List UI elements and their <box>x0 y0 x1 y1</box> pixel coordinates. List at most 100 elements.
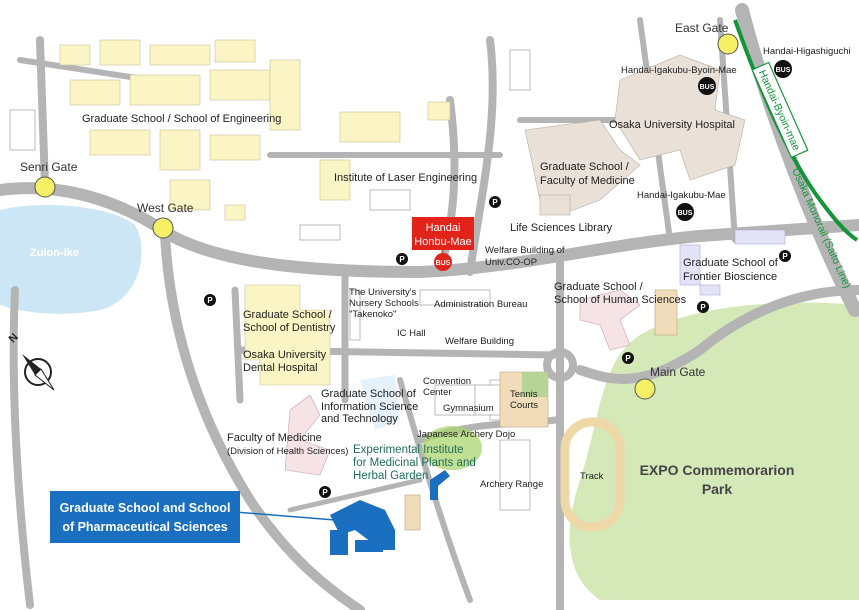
track-label: Track <box>580 471 604 482</box>
bus-icon: BUS <box>678 210 693 217</box>
track[interactable] <box>560 417 625 532</box>
dentistry-label-1: Graduate School / <box>243 309 333 321</box>
archery-range-label: Archery Range <box>480 479 543 490</box>
bus-stop-honbu-mae[interactable]: Handai Honbu-Mae BUS <box>412 217 474 271</box>
gymnasium-label: Gymnasium <box>443 403 494 414</box>
health-sciences-building[interactable] <box>284 394 331 476</box>
svg-text:P: P <box>322 488 328 497</box>
byoin-mae-label: Handai-Igakubu-Byoin-Mae <box>621 65 737 76</box>
west-gate[interactable] <box>152 217 174 239</box>
pharmaceutical-callout[interactable] <box>50 491 240 543</box>
parking-icon[interactable]: P <box>396 253 408 265</box>
compass-icon: N <box>7 331 55 391</box>
building[interactable] <box>9 109 36 151</box>
herbal-label-1: Experimental Institute <box>353 444 464 456</box>
bus-icon: BUS <box>436 260 451 267</box>
senri-gate[interactable] <box>34 176 56 198</box>
east-gate[interactable] <box>717 33 739 55</box>
igakubu-mae-label: Handai-Igakubu-Mae <box>637 190 726 201</box>
park-label-1: EXPO Commemorarion <box>640 462 795 478</box>
health-sci-label-2: (Division of Health Sciences) <box>227 446 348 457</box>
bus-icon: BUS <box>776 67 791 74</box>
convention-label-2: Center <box>423 387 452 398</box>
info-sci-label-3: and Technology <box>321 413 398 425</box>
bus-icon: BUS <box>700 84 715 91</box>
building[interactable] <box>299 224 341 241</box>
dentistry-label-2: School of Dentistry <box>243 322 336 334</box>
laser-label: Institute of Laser Engineering <box>334 172 477 184</box>
frontier-buildings[interactable] <box>679 229 786 296</box>
building[interactable] <box>369 189 411 211</box>
parking-icon[interactable]: P <box>622 352 634 364</box>
svg-text:P: P <box>700 303 706 312</box>
info-sci-label-1: Graduate School of <box>321 388 417 400</box>
park-label-2: Park <box>702 481 733 497</box>
bus-stop-igakubu-mae[interactable]: BUS <box>676 203 694 221</box>
tennis-label-1: Tennis <box>510 389 538 400</box>
convention-center[interactable] <box>434 384 476 416</box>
tennis-label-2: Courts <box>510 400 538 411</box>
engineering-buildings[interactable] <box>59 39 451 221</box>
parking-icons: P P P P P P P <box>204 196 791 498</box>
dental-hospital-label-2: Dental Hospital <box>243 362 318 374</box>
parking-icon[interactable]: P <box>489 196 501 208</box>
bus-stop-higashiguchi[interactable]: BUS <box>774 60 792 78</box>
pharmaceutical-buildings[interactable] <box>330 470 450 555</box>
callout-line-2: of Pharmaceutical Sciences <box>62 520 227 534</box>
nursery-label-3: "Takenoko" <box>349 309 396 320</box>
zuion-ike-pond[interactable] <box>0 205 142 314</box>
frontier-label-1: Graduate School of <box>683 257 779 269</box>
nursery-label-1: The University's <box>349 287 417 298</box>
frontier-label-2: Frontier Bioscience <box>683 271 777 283</box>
main-gate[interactable] <box>634 378 656 400</box>
svg-text:P: P <box>625 354 631 363</box>
building[interactable] <box>509 49 531 91</box>
human-sci-label-2: School of Human Sciences <box>554 294 687 306</box>
human-sci-label-1: Graduate School / <box>554 281 644 293</box>
herbal-label-2: for Medicinal Plants and <box>353 457 476 469</box>
info-sci-label-2: Information Science <box>321 401 418 413</box>
administration-building[interactable] <box>419 289 491 306</box>
parking-icon[interactable]: P <box>697 301 709 313</box>
convention-label-1: Convention <box>423 376 471 387</box>
admin-label: Administration Bureau <box>434 299 527 310</box>
medicine-label-1: Graduate School / <box>540 161 630 173</box>
engineering-label: Graduate School / School of Engineering <box>82 113 281 125</box>
archery-range-area[interactable] <box>499 439 531 511</box>
hospital-label: Osaka University Hospital <box>609 119 735 131</box>
herbal-garden[interactable] <box>422 426 482 470</box>
herbal-label-3: Herbal Garden <box>353 470 428 482</box>
coop-label-1: Welfare Building of <box>485 245 565 256</box>
senri-gate-label: Senri Gate <box>20 160 78 174</box>
archery-dojo-label: Japanese Archery Dojo <box>417 429 515 440</box>
svg-text:P: P <box>492 198 498 207</box>
honbu-mae-line-2: Honbu-Mae <box>414 236 471 248</box>
parking-icon[interactable]: P <box>779 250 791 262</box>
main-gate-label: Main Gate <box>650 365 706 379</box>
callout-pointer <box>234 511 336 521</box>
parking-icon[interactable]: P <box>204 294 216 306</box>
tennis-courts[interactable] <box>499 371 549 428</box>
dentistry-buildings[interactable] <box>244 284 331 386</box>
west-gate-label: West Gate <box>137 201 194 215</box>
nursery-building[interactable] <box>349 289 361 341</box>
pond-label: Zuion-ike <box>30 247 79 259</box>
svg-text:P: P <box>782 252 788 261</box>
svg-text:P: P <box>399 255 405 264</box>
bus-stop-byoin-mae[interactable]: BUS <box>698 77 716 95</box>
coop-label-2: Univ.CO-OP <box>485 257 537 268</box>
medicine-label-2: Faculty of Medicine <box>540 175 635 187</box>
welfare-label: Welfare Building <box>445 336 514 347</box>
parking-icon[interactable]: P <box>319 486 331 498</box>
monorail-line <box>733 19 859 242</box>
ic-hall-label: IC Hall <box>397 328 426 339</box>
health-sci-label-1: Faculty of Medicine <box>227 432 322 444</box>
info-science-building[interactable] <box>360 375 400 430</box>
callout-line-1: Graduate School and School <box>60 501 231 515</box>
dental-hospital-label-1: Osaka University <box>243 349 327 361</box>
north-label: N <box>7 331 21 345</box>
honbu-mae-line-1: Handai <box>426 222 461 234</box>
human-sciences-buildings[interactable] <box>579 289 678 351</box>
roads <box>0 3 859 610</box>
